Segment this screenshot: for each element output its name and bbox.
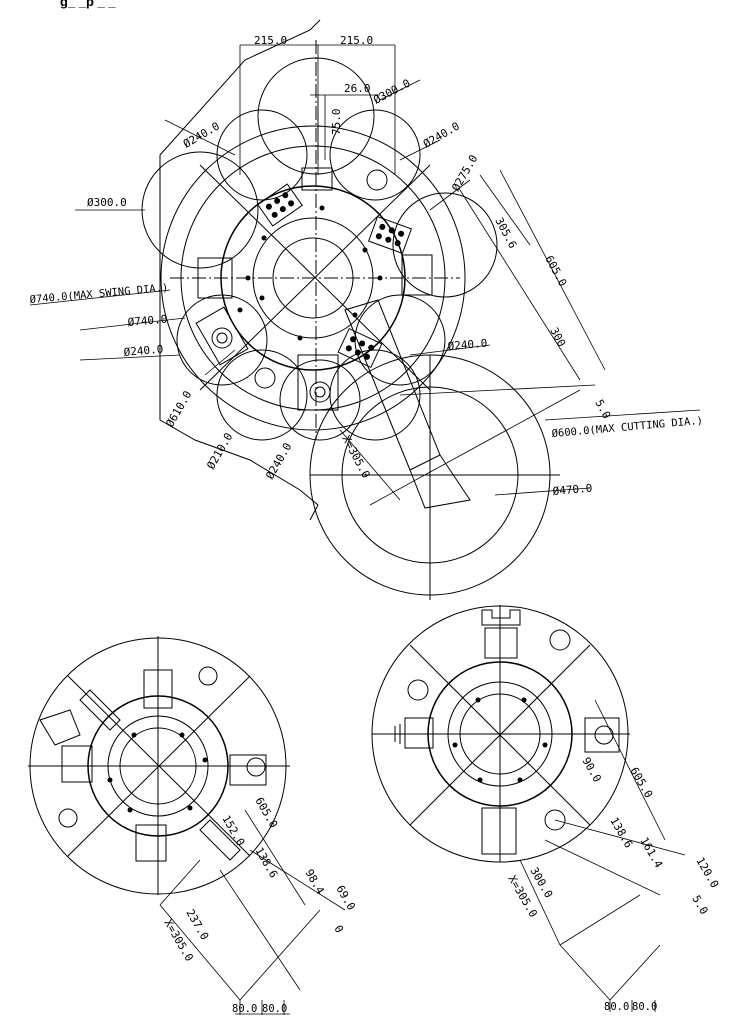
disc-tool-bottom [309, 381, 331, 403]
bl-dim-152: 152.0 [219, 813, 247, 848]
bl-diag-2 [67, 675, 251, 857]
dim-610: Ø610.0 [163, 389, 194, 430]
br-bolt-holes [452, 697, 548, 783]
disc-tool-left-inner [216, 332, 228, 344]
dim-240-bl: Ø240.0 [263, 441, 294, 482]
dim-210: Ø210.0 [204, 431, 235, 472]
toolholder-left [197, 257, 233, 299]
tool-circle-right [392, 192, 498, 298]
bl-dim-138: 138.6 [252, 845, 280, 880]
block-lr [337, 327, 383, 369]
dim-max-swing: Ø740.0(MAX SWING DIA.) [29, 282, 169, 306]
bl-hook [39, 709, 81, 746]
dim-605: 605.0 [542, 253, 569, 288]
tool-circle-bottom [279, 359, 361, 441]
dim-300-top: Ø300.0 [371, 77, 412, 107]
bl-bolt-holes [107, 732, 208, 813]
tool-circle-lower-left [176, 294, 268, 386]
dim-740: Ø740.0 [127, 313, 168, 329]
bl-dim-80-b: 80.0 [262, 1003, 287, 1015]
disc-tool-bottom-inner [314, 386, 326, 398]
dim-240-left: Ø240.0 [123, 343, 164, 359]
br-diag-2 [409, 644, 591, 826]
br-dim-80-a: 80.0 [604, 1001, 629, 1013]
tool-circle-upper-right [329, 109, 421, 201]
dim-305-6: 305.6 [492, 215, 519, 250]
br-disc-lower [544, 809, 566, 831]
bl-wedge-ul [79, 689, 121, 731]
dim-75: 75.0 [330, 109, 343, 136]
bl-block-right [229, 754, 267, 786]
br-disc-right [594, 725, 614, 745]
bl-block-bottom [135, 824, 167, 862]
br-dim-605: 605.0 [627, 765, 655, 800]
dim-275: Ø275.0 [449, 153, 480, 194]
br-dim-lines [519, 699, 686, 1012]
bl-dim-237: 237.0 [183, 907, 211, 942]
disc-tool-right [366, 169, 388, 191]
dim-5: 5.0 [592, 397, 613, 421]
dim-215-left: 215.0 [254, 34, 287, 47]
bottom-left-turret-view: 605.0 152.0 138.6 98.4 69.0 0 237.0 X=30… [28, 636, 358, 1015]
tool-circle-bottom-left [216, 349, 308, 441]
cutting-tool-tip [409, 454, 471, 509]
dim-max-cutting: Ø600.0(MAX CUTTING DIA.) [551, 415, 703, 440]
bl-dim-80-a: 80.0 [232, 1003, 257, 1015]
bl-block-top [143, 669, 173, 709]
dim-240-ur: Ø240.0 [421, 119, 462, 150]
br-block-right [584, 717, 620, 753]
br-dim-120: 120.0 [693, 855, 721, 890]
diag-line-2 [199, 164, 431, 391]
dim-26: 26.0 [344, 82, 371, 95]
bl-dim-lines [159, 809, 346, 1015]
dim-215-right: 215.0 [340, 34, 373, 47]
br-spindle [378, 724, 405, 744]
bl-disc-right [246, 757, 266, 777]
header-caption: g_ _p _ _ [60, 0, 116, 9]
toolholder-top [301, 167, 333, 191]
bl-disc-upper [198, 666, 218, 686]
br-dim-161: 161.4 [637, 835, 665, 871]
br-block-bottom [481, 807, 517, 855]
bolt-holes [237, 205, 383, 341]
dim-240-right: Ø240.0 [447, 337, 488, 353]
br-dim-300: 300.0 [527, 865, 555, 900]
dim-300-left: Ø300.0 [87, 196, 127, 209]
bl-wedge-lr [199, 819, 241, 861]
disc-tool-left [211, 327, 233, 349]
top-turret-view: 215.0 215.0 26.0 Ø300.0 75.0 Ø240.0 Ø240… [29, 19, 703, 600]
br-top-flange [481, 609, 521, 626]
dimension-lines [29, 44, 701, 506]
br-disc-upper-left [407, 679, 429, 701]
disc-tool-lowleft [254, 367, 276, 389]
toolholder-lower-left [195, 306, 249, 366]
br-block-left [404, 717, 434, 749]
br-disc-upper-right [549, 629, 571, 651]
dim-300: 300 [547, 325, 568, 349]
bl-block-left [61, 745, 93, 783]
br-dim-5: 5.0 [689, 893, 710, 917]
br-dim-138: 138.6 [607, 815, 635, 850]
tool-circle-upper-left [216, 109, 308, 201]
br-block-top [484, 627, 518, 659]
dim-470: Ø470.0 [552, 482, 593, 498]
block-ul [257, 183, 303, 227]
bl-dim-0: 0 [331, 923, 346, 935]
bl-dim-69: 69.0 [333, 883, 358, 912]
br-dim-80-b: 80.0 [632, 1001, 657, 1013]
bl-dim-605: 605.0 [252, 795, 280, 830]
bl-disc-left [58, 808, 78, 828]
max-swing-circle [160, 125, 466, 431]
br-dim-90: 90.0 [579, 755, 604, 784]
toolholder-right [401, 254, 433, 296]
block-ur [367, 215, 413, 255]
bl-dim-98: 98.4 [302, 867, 327, 897]
bottom-right-turret-view: 605.0 90.0 138.6 161.4 120.0 5.0 300.0 X… [371, 605, 721, 1013]
toolholder-bottom [297, 354, 339, 411]
